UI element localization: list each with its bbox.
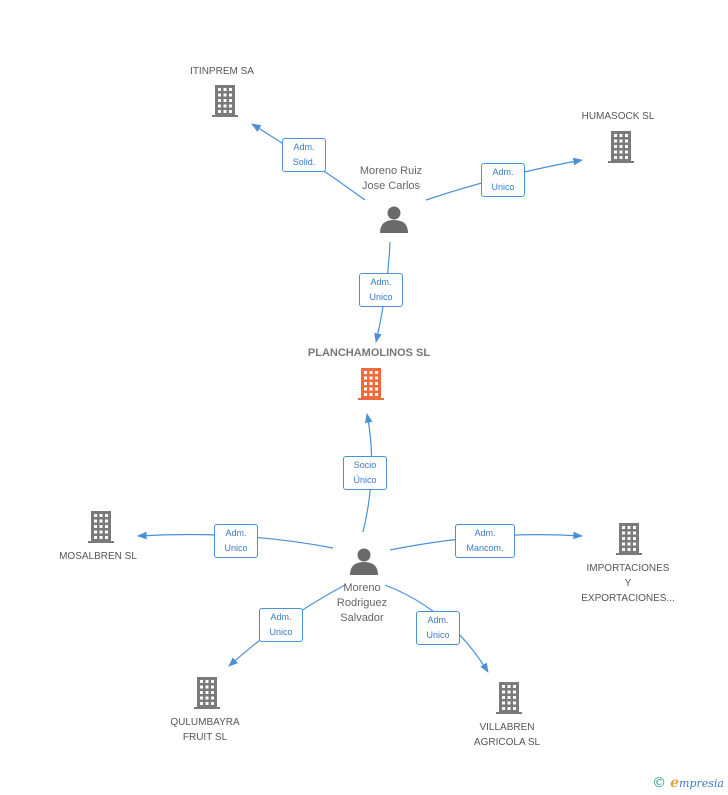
node-label-importaciones[interactable]: IMPORTACIONES Y EXPORTACIONES...	[581, 561, 675, 606]
edge-label-adm-unico-villabren[interactable]: Adm. Unico	[416, 611, 460, 645]
building-icon[interactable]	[358, 368, 384, 400]
node-label-moreno-rodriguez[interactable]: Moreno Rodriguez Salvador	[337, 581, 387, 626]
edge-label-line: Unico	[491, 182, 515, 192]
node-label-line: EXPORTACIONES...	[581, 593, 675, 604]
node-label-humasock[interactable]: HUMASOCK SL	[582, 109, 655, 124]
node-label-line: Moreno Ruiz	[359, 165, 423, 177]
node-label-line: IMPORTACIONES	[586, 563, 670, 574]
node-label-villabren[interactable]: VILLABREN AGRICOLA SL	[474, 720, 540, 750]
edge-label-line: Solid.	[292, 157, 316, 167]
building-icon[interactable]	[496, 682, 522, 714]
edge-label-adm-unico-center[interactable]: Adm. Unico	[359, 273, 403, 307]
edge-label-socio-unico[interactable]: Socio Único	[343, 456, 387, 490]
building-icon[interactable]	[212, 85, 238, 117]
edge-label-line: Adm.	[293, 142, 315, 152]
edge-label-line: Unico	[269, 627, 293, 637]
edge-label-line: Adm.	[270, 612, 292, 622]
edge-label-adm-unico-qulumbayra[interactable]: Adm. Unico	[259, 608, 303, 642]
empresia-logo[interactable]: ©empresia	[652, 775, 724, 791]
node-label-line: FRUIT SL	[182, 732, 228, 743]
edge-label-line: Adm.	[370, 277, 392, 287]
building-icon[interactable]	[88, 511, 114, 543]
edge-label-line: Adm.	[474, 528, 496, 538]
node-label-line: Rodriguez	[336, 597, 388, 609]
brand-initial: e	[670, 775, 680, 791]
edge-label-line: Adm.	[427, 615, 449, 625]
building-icon[interactable]	[194, 677, 220, 709]
node-label-itinprem[interactable]: ITINPREM SA	[190, 64, 254, 79]
edge-label-line: Único	[353, 475, 377, 485]
edge-label-line: Mancom.	[466, 543, 504, 553]
edge-label-line: Adm.	[492, 167, 514, 177]
node-label-planchamolinos[interactable]: PLANCHAMOLINOS SL	[307, 347, 431, 359]
edge-label-adm-solid[interactable]: Adm. Solid.	[282, 138, 326, 172]
node-label-line: MOSALBREN SL	[59, 551, 137, 562]
node-label-mosalbren[interactable]: MOSALBREN SL	[59, 549, 137, 564]
node-label-line: Jose Carlos	[361, 180, 421, 192]
node-label-line: Y	[624, 578, 632, 589]
edge-label-adm-unico-humasock[interactable]: Adm. Unico	[481, 163, 525, 197]
edge-label-adm-unico-mosalbren[interactable]: Adm. Unico	[214, 524, 258, 558]
edge-label-line: Unico	[369, 292, 393, 302]
edge-label-line: Adm.	[225, 528, 247, 538]
node-label-line: ITINPREM SA	[190, 66, 254, 77]
person-icon[interactable]	[350, 548, 378, 576]
building-icon[interactable]	[608, 131, 634, 163]
node-label-line: HUMASOCK SL	[581, 111, 655, 122]
edge-label-adm-mancom[interactable]: Adm. Mancom.	[455, 524, 515, 558]
node-label-line: Salvador	[340, 612, 384, 624]
building-icon[interactable]	[616, 523, 642, 555]
brand-name: mpresia	[679, 777, 724, 790]
node-label-line: QULUMBAYRA	[170, 717, 240, 728]
node-label-moreno-ruiz[interactable]: Moreno Ruiz Jose Carlos	[360, 164, 422, 194]
node-label-line: Moreno	[343, 582, 381, 594]
node-label-line: AGRICOLA SL	[473, 737, 541, 748]
node-label-qulumbayra[interactable]: QULUMBAYRA FRUIT SL	[170, 715, 239, 745]
copyright-icon: ©	[652, 775, 667, 791]
node-label-line: VILLABREN	[479, 722, 535, 733]
person-icon[interactable]	[380, 206, 408, 234]
edge-label-line: Socio	[353, 460, 377, 470]
edge-label-line: Unico	[426, 630, 450, 640]
edge-label-line: Unico	[224, 543, 248, 553]
